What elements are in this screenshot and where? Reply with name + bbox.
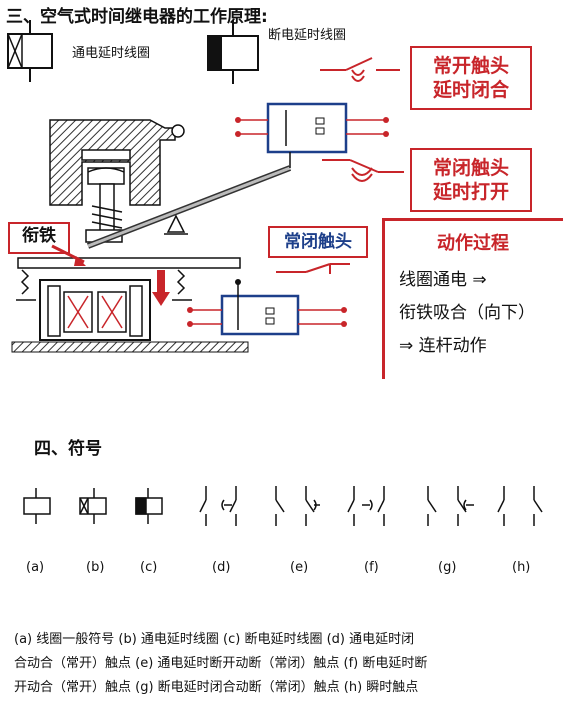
- on-delay-coil-symbol: [7, 20, 53, 82]
- legend-line-1: (a) 线圈一般符号 (b) 通电延时线圈 (c) 断电延时线圈 (d) 通电延…: [14, 632, 415, 647]
- nc-delay-open-box: 常闭触头 延时打开: [410, 148, 532, 212]
- symbol-d: [199, 486, 237, 526]
- symbol-g: [427, 486, 474, 526]
- armature-label: 衔铁: [22, 226, 56, 246]
- symbol-c: [135, 488, 163, 524]
- nc-contact-label: 常闭触头: [284, 232, 352, 252]
- delay-open-contact-symbol: [322, 159, 404, 182]
- symbol-label-b: (b): [86, 560, 105, 575]
- off-delay-coil-symbol: [207, 20, 259, 84]
- lever-arm: [86, 165, 292, 249]
- symbol-h: [497, 486, 543, 526]
- legend-line-3: 开动合（常开）触点 (g) 断电延时闭合动断（常闭）触点 (h) 瞬时触点: [14, 680, 419, 695]
- symbol-label-g: (g): [438, 560, 457, 575]
- nc-contact-symbol: [276, 263, 350, 274]
- process-title: 动作过程: [437, 233, 509, 254]
- delay-close-contact-symbol: [320, 57, 400, 82]
- legend-line-2: 合动合（常开）触点 (e) 通电延时断开动断（常闭）触点 (f) 断电延时断: [14, 656, 428, 671]
- nc-contact-box: 常闭触头: [268, 226, 368, 258]
- symbol-label-e: (e): [290, 560, 309, 575]
- no-contact-label-2: 延时闭合: [432, 79, 509, 101]
- symbol-e: [275, 486, 320, 526]
- symbol-label-f: (f): [364, 560, 379, 575]
- pneumatic-chamber: [49, 119, 185, 243]
- nc-contact-label-1: 常闭触头: [432, 157, 509, 179]
- symbol-label-c: (c): [140, 560, 158, 575]
- on-delay-coil-label: 通电延时线圈: [72, 46, 151, 61]
- top-contact-box: [235, 102, 389, 168]
- symbol-label-a: (a): [26, 560, 45, 575]
- symbol-b: [79, 488, 107, 524]
- no-delay-close-box: 常开触头 延时闭合: [410, 46, 532, 110]
- section4-title: 四、符号: [34, 439, 102, 459]
- off-delay-coil-label: 断电延时线圈: [268, 28, 347, 43]
- nc-contact-label-2: 延时打开: [432, 181, 509, 203]
- no-contact-label-1: 常开触头: [432, 55, 509, 77]
- section3-title: 三、空气式时间继电器的工作原理:: [6, 7, 268, 27]
- symbol-a: [23, 488, 51, 524]
- process-box: 动作过程 线圈通电 ⇒ 衔铁吸合（向下） ⇒ 连杆动作: [382, 218, 563, 379]
- legend: (a) 线圈一般符号 (b) 通电延时线圈 (c) 断电延时线圈 (d) 通电延…: [14, 628, 562, 700]
- process-line-3: ⇒ 连杆动作: [399, 336, 487, 356]
- bottom-contact-box: [187, 279, 347, 336]
- symbol-label-h: (h): [512, 560, 531, 575]
- electromagnet: [11, 279, 249, 353]
- armature: [16, 257, 241, 301]
- process-line-2: 衔铁吸合（向下）: [399, 303, 535, 323]
- armature-arrow: [51, 244, 170, 306]
- symbol-label-d: (d): [212, 560, 231, 575]
- symbol-f: [347, 486, 385, 526]
- process-line-1: 线圈通电 ⇒: [399, 270, 487, 290]
